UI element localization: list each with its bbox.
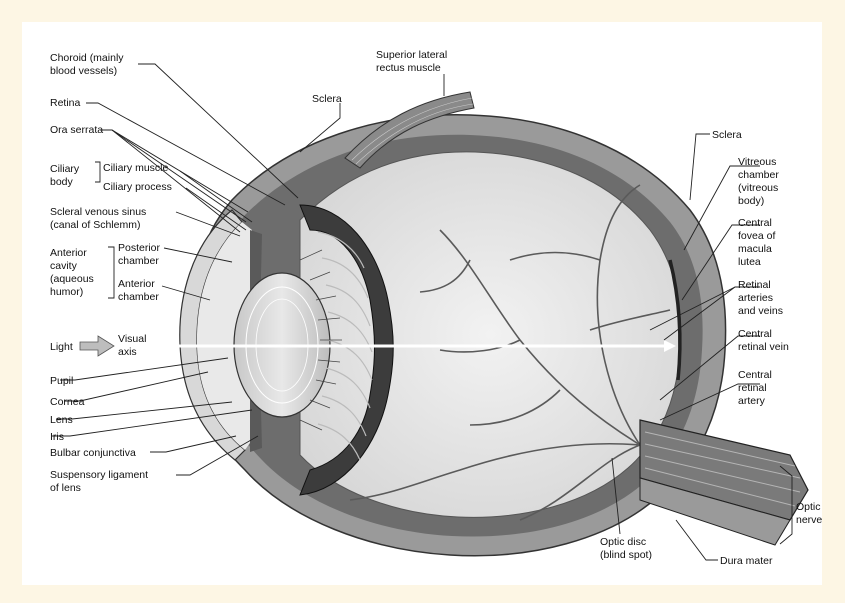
- label-sclera-right: Sclera: [712, 129, 742, 141]
- label-ciliary-body-line2: body: [50, 176, 74, 188]
- label-light: Light: [50, 341, 73, 353]
- light-arrow-icon: [80, 336, 114, 356]
- label-ciliary-muscle: Ciliary muscle: [103, 162, 169, 174]
- label-anterior-cavity-line2: cavity: [50, 260, 78, 272]
- label-scleral-sinus-line2: (canal of Schlemm): [50, 219, 140, 231]
- label-ciliary-body: Ciliary: [50, 163, 80, 175]
- label-vitreous-chamber: Vitreous: [738, 156, 776, 168]
- label-ciliary-process: Ciliary process: [103, 181, 172, 193]
- label-central-fovea-line4: lutea: [738, 256, 761, 268]
- label-retinal-arteries: Retinal: [738, 279, 771, 291]
- label-pupil: Pupil: [50, 375, 73, 387]
- label-central-fovea-line2: fovea of: [738, 230, 775, 242]
- label-central-retinal-artery: Central: [738, 369, 772, 381]
- label-choroid: Choroid (mainly: [50, 52, 124, 64]
- label-vitreous-chamber-line2: chamber: [738, 169, 779, 181]
- label-ora-serrata: Ora serrata: [50, 124, 103, 136]
- label-optic-disc: Optic disc: [600, 536, 646, 548]
- label-superior-rectus-line2: rectus muscle: [376, 62, 441, 74]
- label-suspensory-ligament-line2: of lens: [50, 482, 81, 494]
- label-bulbar-conjunctiva: Bulbar conjunctiva: [50, 447, 136, 459]
- label-posterior-chamber: Posterior: [118, 242, 161, 254]
- label-central-retinal-artery-line2: retinal: [738, 382, 767, 394]
- label-central-fovea: Central: [738, 217, 772, 229]
- label-central-fovea-line3: macula: [738, 243, 772, 255]
- label-central-retinal-vein: Central: [738, 328, 772, 340]
- label-retinal-arteries-line2: arteries: [738, 292, 773, 304]
- label-optic-nerve-line2: nerve: [796, 514, 822, 526]
- label-superior-rectus: Superior lateral: [376, 49, 447, 61]
- label-anterior-cavity: Anterior: [50, 247, 87, 259]
- label-central-retinal-vein-line2: retinal vein: [738, 341, 789, 353]
- label-anterior-chamber-line2: chamber: [118, 291, 159, 303]
- label-anterior-cavity-line3: (aqueous: [50, 273, 94, 285]
- label-dura-mater: Dura mater: [720, 555, 773, 567]
- label-visual-axis-line2: axis: [118, 346, 137, 358]
- label-retina: Retina: [50, 97, 81, 109]
- label-anterior-chamber: Anterior: [118, 278, 155, 290]
- label-vitreous-chamber-line4: body): [738, 195, 764, 207]
- label-central-retinal-artery-line3: artery: [738, 395, 766, 407]
- label-lens: Lens: [50, 414, 73, 426]
- label-optic-nerve: Optic: [796, 501, 821, 513]
- label-cornea: Cornea: [50, 396, 85, 408]
- label-choroid-line2: blood vessels): [50, 65, 117, 77]
- label-anterior-cavity-line4: humor): [50, 286, 83, 298]
- label-posterior-chamber-line2: chamber: [118, 255, 159, 267]
- label-suspensory-ligament: Suspensory ligament: [50, 469, 148, 481]
- eyeball: [80, 92, 808, 556]
- label-vitreous-chamber-line3: (vitreous: [738, 182, 778, 194]
- label-optic-disc-line2: (blind spot): [600, 549, 652, 561]
- label-visual-axis: Visual: [118, 333, 146, 345]
- label-iris: Iris: [50, 431, 64, 443]
- label-sclera-top: Sclera: [312, 93, 342, 105]
- label-retinal-arteries-line3: and veins: [738, 305, 783, 317]
- label-scleral-sinus: Scleral venous sinus: [50, 206, 146, 218]
